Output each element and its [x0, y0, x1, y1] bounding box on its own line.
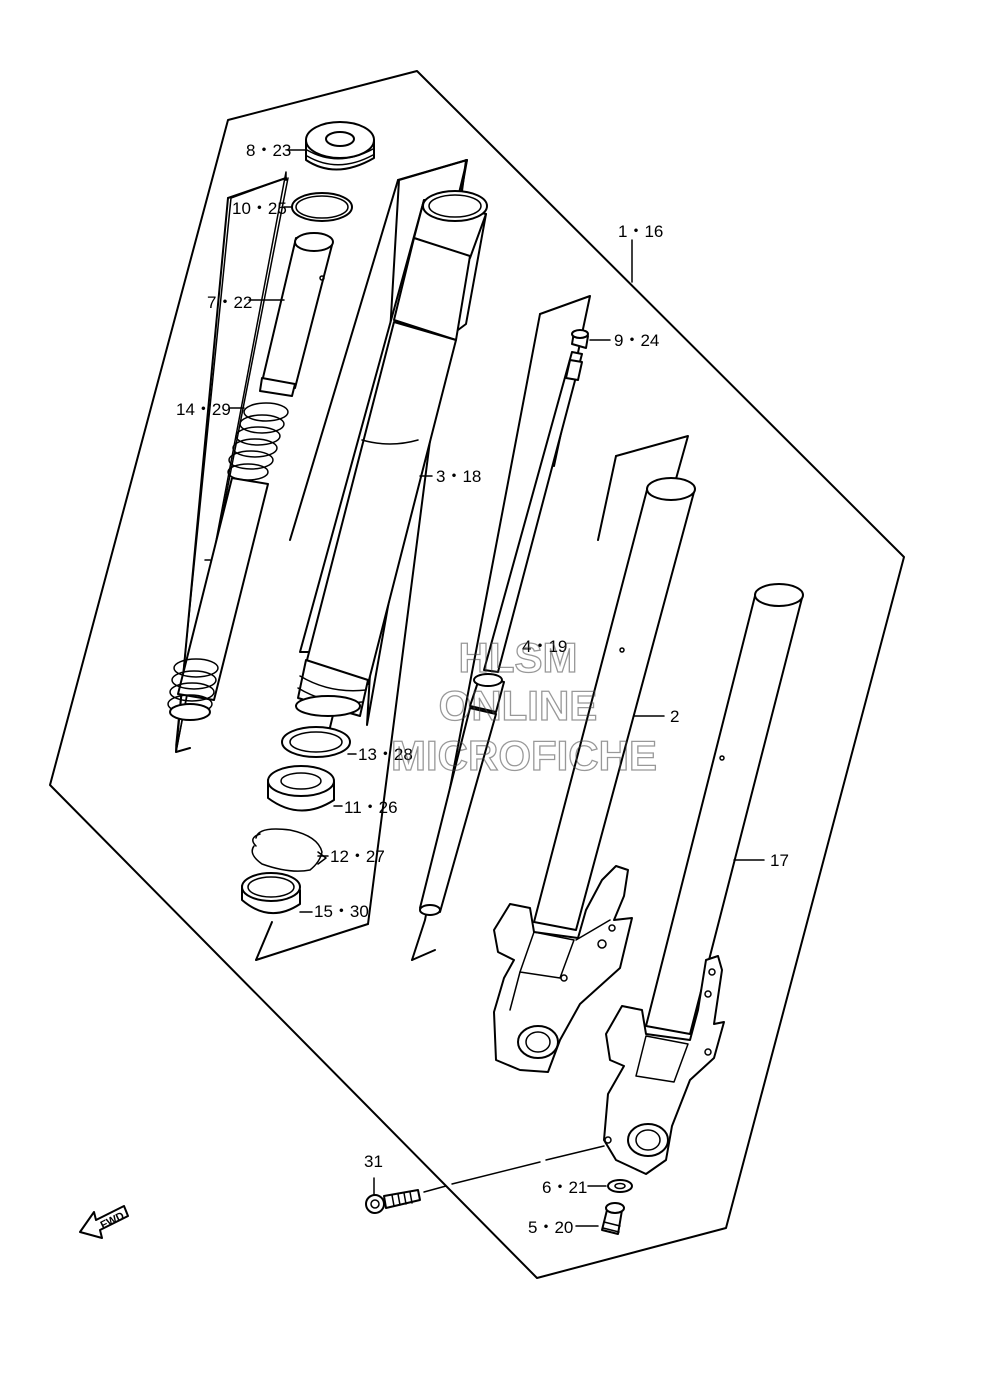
part-damper-rod	[419, 351, 583, 916]
part-dust-seal	[281, 726, 351, 758]
part-washer	[607, 1179, 633, 1193]
panel-outer-tube-right	[597, 455, 617, 541]
callout-1-16: 1・16	[618, 222, 663, 241]
callout-3-18: 3・18	[436, 467, 481, 486]
panel-damper-bottom	[411, 949, 436, 961]
watermark-line-2: ONLINE	[439, 682, 598, 729]
part-inner-tube	[295, 190, 488, 717]
part-spacer	[259, 232, 334, 397]
watermark-line-1: HLSM	[459, 634, 578, 681]
part-fork-spring	[167, 402, 289, 721]
callout-12-27: 12・27	[330, 847, 385, 866]
part-outer-tube-right	[603, 583, 804, 1175]
panel-spring-left	[289, 179, 399, 541]
fwd-direction-arrow: FWD	[79, 1205, 129, 1239]
fwd-label: FWD	[99, 1210, 127, 1232]
part-o-ring	[291, 192, 353, 222]
callout-11-26: 11・26	[344, 798, 398, 817]
part-top-cap-bolt	[305, 121, 375, 171]
callout-13-28: 13・28	[358, 745, 413, 764]
part-oil-seal	[267, 765, 335, 812]
panel-left-box	[227, 177, 287, 199]
part-drain-bolt	[601, 1202, 625, 1235]
callout-31: 31	[364, 1152, 383, 1171]
callout-10-25: 10・25	[232, 199, 287, 218]
callout-5-20: 5・20	[528, 1218, 573, 1237]
part-guide-bushing	[241, 872, 301, 915]
part-rod-nut	[571, 329, 589, 349]
callout-14-29: 14・29	[176, 400, 231, 419]
panel-seals-left	[255, 921, 273, 961]
callout-17: 17	[770, 851, 789, 870]
callout-8-23: 8・23	[246, 141, 291, 160]
panel-damper-left	[411, 313, 541, 961]
assembly-outline	[49, 70, 905, 1279]
panel-outer-tube	[615, 435, 689, 487]
part-bolt-31	[365, 1189, 421, 1214]
panel-left-box-2	[175, 197, 229, 753]
callout-2: 2	[670, 707, 679, 726]
watermark: HLSM ONLINE MICROFICHE	[390, 633, 657, 779]
callout-7-22: 7・22	[207, 293, 252, 312]
part-circlip	[251, 828, 327, 872]
callout-4-19: 4・19	[522, 637, 567, 656]
callout-6-21: 6・21	[542, 1178, 587, 1197]
panel-seals	[255, 923, 369, 961]
callout-15-30: 15・30	[314, 902, 369, 921]
callout-9-24: 9・24	[614, 331, 659, 350]
watermark-line-3: MICROFICHE	[391, 732, 657, 779]
part-outer-tube-left	[493, 477, 696, 1073]
